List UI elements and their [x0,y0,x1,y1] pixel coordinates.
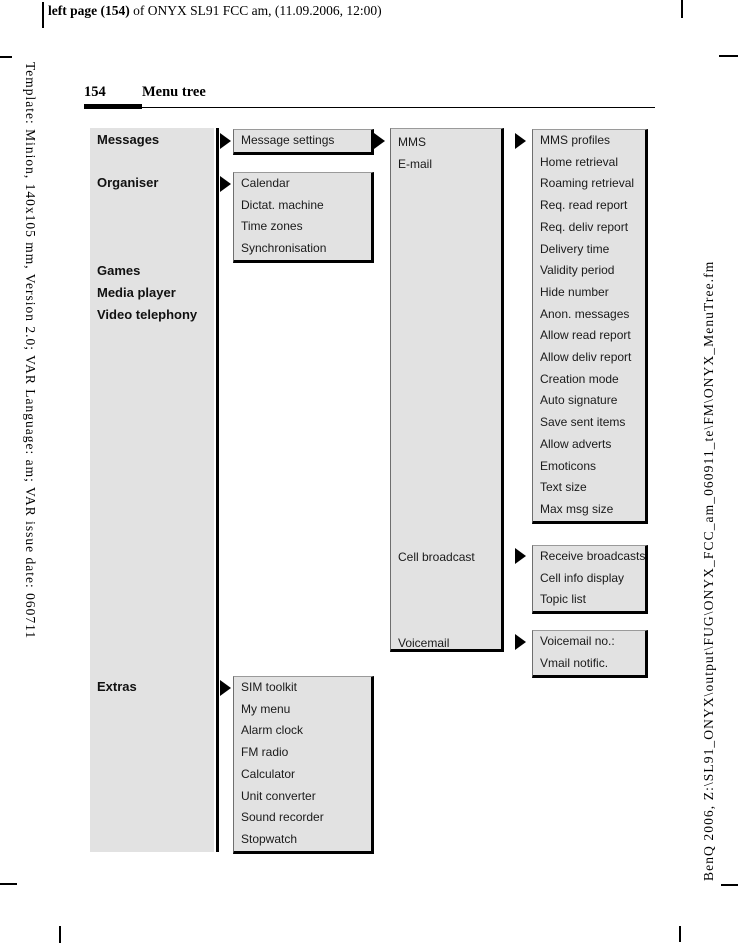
page-title: Menu tree [142,84,206,100]
menu-item: Validity period [540,263,615,278]
arrow-right-icon [515,634,526,650]
heading-rule [84,107,655,108]
crop-mark-bottom-right-v [679,926,681,942]
arrow-right-icon [220,680,231,696]
menu-item-cell-broadcast: Cell broadcast [398,550,475,564]
menu-item: Calculator [241,766,296,781]
crop-mark-bottom-left-h [0,883,17,885]
menu-item-email: E-mail [398,157,433,171]
menu-item: Time zones [241,219,303,234]
arrow-right-icon [220,133,231,149]
menu-item: Calendar [241,176,290,190]
menu-item: Stopwatch [241,831,298,846]
menu-item: Message settings [241,133,335,147]
page-header-rest: of ONYX SL91 FCC am, (11.09.2006, 12:00) [129,3,382,18]
menu-item: Allow deliv report [540,350,632,365]
menu-item: Unit converter [241,788,316,803]
menu-item: SIM toolkit [241,680,298,694]
menu-item: Anon. messages [540,306,630,321]
level1-item-organiser: Organiser [97,175,159,190]
gutter-left-text: Template: Minion, 140x105 mm, Version 2.… [23,62,38,640]
crop-mark-top-right-v [681,0,683,18]
arrow-right-icon [515,548,526,564]
menu-item: Synchronisation [241,241,327,256]
page-header-bold: left page (154) [48,3,130,18]
menu-item: MMS profiles [540,133,611,147]
menu-item: Save sent items [540,415,626,430]
menu-box-voicemail: Voicemail no.: Vmail notific. [532,630,648,678]
menu-item: Allow adverts [540,436,612,451]
crop-mark-top-left-h [0,56,12,58]
level1-item-messages: Messages [97,132,160,147]
menu-item: Emoticons [540,458,597,473]
level1-divider-line [216,128,219,852]
menu-item: Hide number [540,284,609,299]
crop-mark-top-right-h [719,55,738,57]
level1-item-video-telephony: Video telephony [97,307,198,322]
menu-item: Allow read report [540,328,631,343]
menu-item: Text size [540,480,587,495]
level1-item-games: Games [97,263,141,278]
menu-item: Req. deliv report [540,219,629,234]
menu-item: Creation mode [540,371,619,386]
page-header: left page (154) of ONYX SL91 FCC am, (11… [48,3,382,19]
menu-item: Vmail notific. [540,655,609,670]
menu-item: Topic list [540,592,587,607]
menu-item: My menu [241,701,291,716]
menu-box-message-settings: Message settings [233,129,374,155]
menu-box-messages-submenu: MMS E-mail Cell broadcast Voicemail [390,128,504,652]
crop-mark-bottom-left-v [59,926,61,943]
menu-item: Home retrieval [540,154,619,169]
menu-item: Sound recorder [241,810,324,825]
menu-item: Alarm clock [241,723,304,738]
level1-item-media-player: Media player [97,285,176,300]
heading-rule-thick [84,104,142,109]
menu-item: FM radio [241,745,289,760]
crop-mark-bottom-right-h [721,884,738,886]
menu-item-mms: MMS [398,135,426,149]
menu-item: Receive broadcasts [540,549,646,563]
menu-item: Voicemail no.: [540,634,615,648]
menu-item: Req. read report [540,198,628,213]
menu-item-voicemail: Voicemail [398,636,450,650]
menu-item: Auto signature [540,393,618,408]
menu-item: Max msg size [540,501,614,516]
level1-item-extras: Extras [97,679,137,694]
menu-item: Roaming retrieval [540,176,635,191]
gutter-right-text: BenQ 2006, Z:\SL91_ONYX\output\FUG\ONYX_… [701,260,716,881]
page-number: 154 [84,84,106,100]
crop-mark-top-left-v [42,2,44,28]
menu-item: Cell info display [540,570,625,585]
menu-item: Dictat. machine [241,197,324,212]
arrow-right-icon [220,176,231,192]
arrow-right-icon [374,133,385,149]
menu-item: Delivery time [540,241,610,256]
arrow-right-icon [515,133,526,149]
level1-panel [90,128,214,852]
